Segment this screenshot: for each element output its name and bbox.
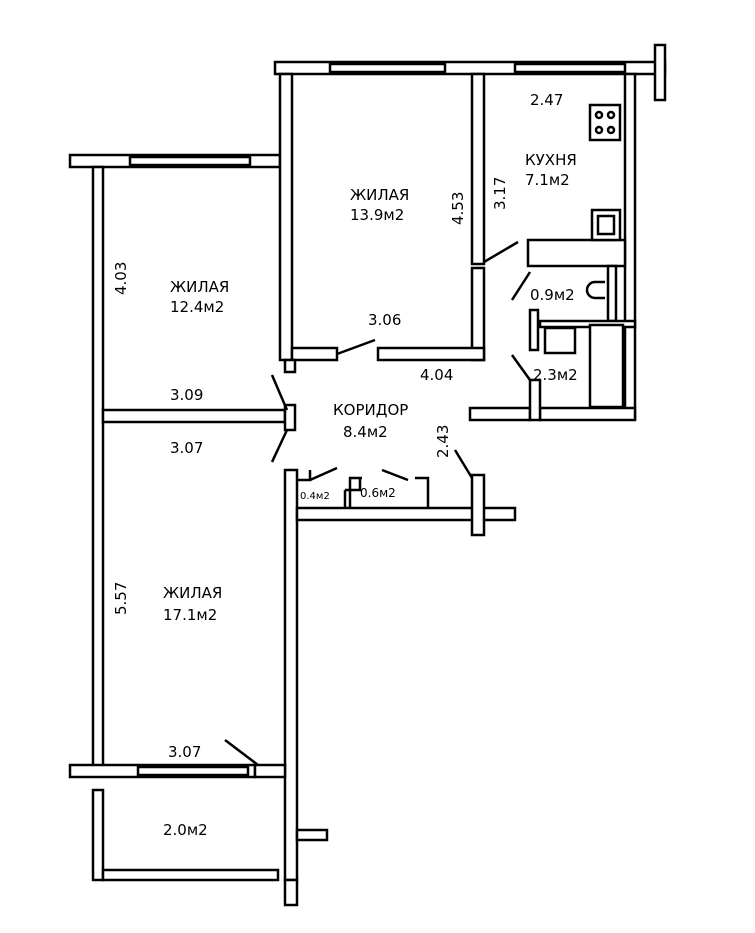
dimension: 2.43 <box>434 425 452 458</box>
dimension: 3.07 <box>170 439 203 457</box>
room-area: 13.9м2 <box>350 206 404 224</box>
room-area: 8.4м2 <box>343 423 388 441</box>
room-name: КОРИДОР <box>333 401 408 419</box>
room-name: ЖИЛАЯ <box>170 278 229 296</box>
window <box>328 62 447 74</box>
dimension: 5.57 <box>112 582 130 615</box>
room-name: КУХНЯ <box>525 151 577 169</box>
dimension: 2.47 <box>530 91 563 109</box>
dimension: 3.07 <box>168 743 201 761</box>
dimension: 4.04 <box>420 366 453 384</box>
room-area: 0.6м2 <box>360 486 396 500</box>
dimension: 4.53 <box>449 192 467 225</box>
labels: ЖИЛАЯ 13.9м2 3.06 4.53 ЖИЛАЯ 12.4м2 3.09… <box>112 91 578 839</box>
room-area: 17.1м2 <box>163 606 217 624</box>
room-name: ЖИЛАЯ <box>350 186 409 204</box>
room-area: 0.9м2 <box>530 286 575 304</box>
fixtures <box>543 103 625 409</box>
washbasin-icon <box>543 326 577 355</box>
walls <box>68 43 667 907</box>
room-name: ЖИЛАЯ <box>163 584 222 602</box>
dimension: 4.03 <box>112 262 130 295</box>
room-area: 0.4м2 <box>300 491 330 502</box>
room-area: 7.1м2 <box>525 171 570 189</box>
dimension: 3.09 <box>170 386 203 404</box>
sink-icon <box>590 208 622 242</box>
dimension: 3.06 <box>368 311 401 329</box>
room-area: 2.3м2 <box>533 366 578 384</box>
room-area: 2.0м2 <box>163 821 208 839</box>
stove-icon <box>588 103 622 142</box>
window <box>136 765 250 777</box>
window <box>513 62 627 74</box>
toilet-icon <box>585 280 605 300</box>
bathtub-icon <box>588 323 625 409</box>
window <box>128 155 252 167</box>
room-area: 12.4м2 <box>170 298 224 316</box>
dimension: 3.17 <box>491 177 509 210</box>
